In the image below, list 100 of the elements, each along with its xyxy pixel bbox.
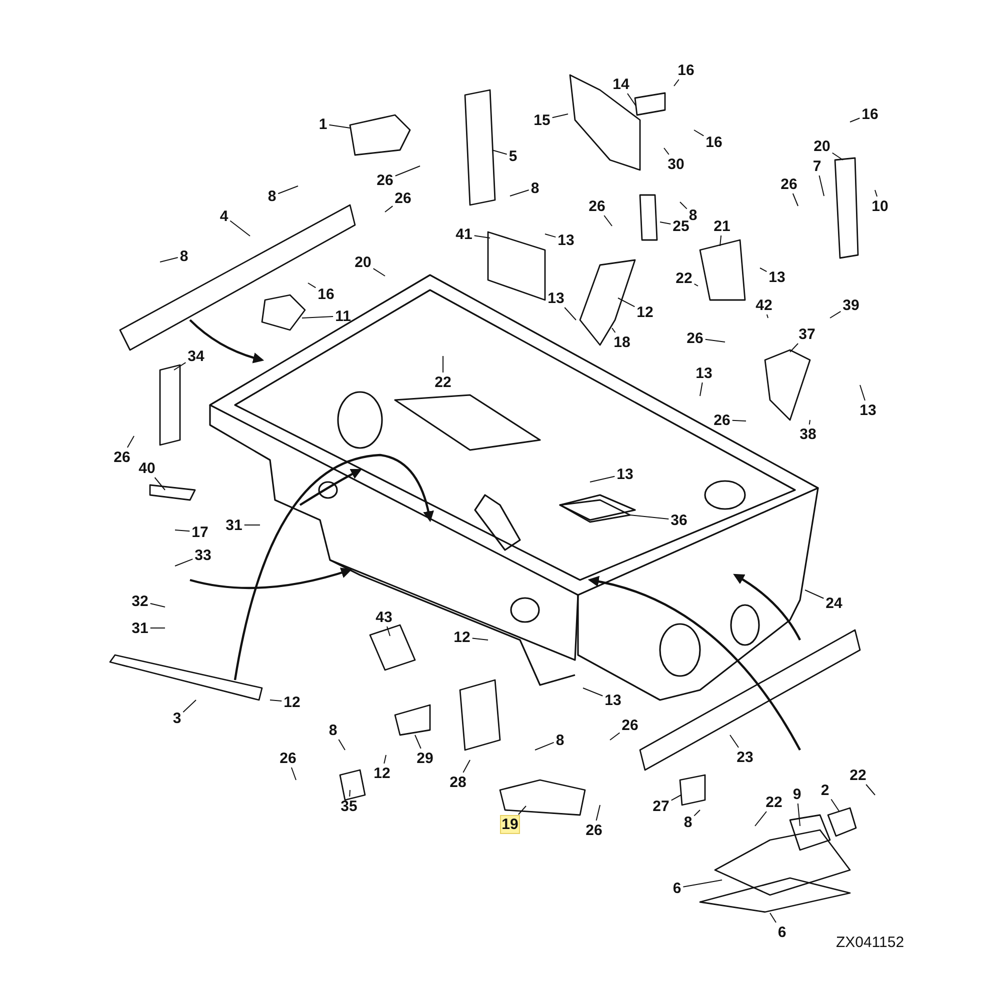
callout-number: 5 xyxy=(508,148,518,164)
callout-number: 25 xyxy=(672,218,690,234)
leader-line xyxy=(384,206,394,212)
callout-number: 26 xyxy=(376,172,394,188)
leader-line xyxy=(866,784,876,796)
leader-line xyxy=(442,356,444,373)
leader-line xyxy=(660,222,672,225)
callout-number: 22 xyxy=(764,794,784,810)
callout-number: 29 xyxy=(416,750,434,766)
leader-line xyxy=(770,912,776,923)
leader-line xyxy=(760,268,768,272)
leader-line xyxy=(860,384,866,401)
callout-number: 31 xyxy=(224,516,244,534)
leader-line xyxy=(386,626,390,636)
leader-line xyxy=(754,811,767,826)
leader-line xyxy=(626,93,636,106)
callout-number: 20 xyxy=(812,138,832,154)
callout-number: 8 xyxy=(178,248,190,264)
leader-line xyxy=(694,130,704,136)
leader-line xyxy=(394,166,420,176)
leader-line xyxy=(474,235,490,238)
callout-number: 28 xyxy=(448,774,468,790)
leader-line xyxy=(766,314,768,318)
leader-line xyxy=(700,382,703,396)
callout-number: 31 xyxy=(130,620,150,636)
callout-number: 16 xyxy=(316,286,336,302)
callout-number: 36 xyxy=(670,512,688,528)
leader-line xyxy=(596,804,600,821)
callout-number: 12 xyxy=(636,304,654,320)
callout-number: 15 xyxy=(532,112,552,128)
callout-number: 26 xyxy=(588,198,606,214)
leader-line xyxy=(472,638,488,640)
callout-number: 6 xyxy=(672,880,682,896)
leader-line xyxy=(174,558,194,566)
leader-line xyxy=(610,732,620,740)
callout-number: 8 xyxy=(328,722,338,738)
callout-number: 43 xyxy=(374,608,394,626)
leader-line xyxy=(414,734,422,749)
leader-line xyxy=(510,189,530,196)
callout-number: 3 xyxy=(172,710,182,726)
leader-line xyxy=(682,880,722,888)
callout-number: 18 xyxy=(612,334,632,350)
callout-number: 11 xyxy=(334,308,352,324)
leader-line xyxy=(830,798,840,812)
callout-number: 1 xyxy=(318,116,328,132)
leader-line xyxy=(308,282,316,288)
leader-line xyxy=(290,767,296,780)
callout-number: 22 xyxy=(434,374,452,390)
callout-number: 20 xyxy=(354,254,372,270)
leader-line xyxy=(832,152,844,160)
leader-line xyxy=(797,803,800,826)
leader-line xyxy=(518,806,526,815)
leader-line xyxy=(338,739,346,750)
leader-line xyxy=(850,118,860,122)
callout-number: 12 xyxy=(452,628,472,646)
leader-line xyxy=(492,150,508,155)
leader-line xyxy=(674,79,680,86)
leader-line xyxy=(694,283,698,286)
leader-line xyxy=(270,700,282,702)
callout-number: 8 xyxy=(530,180,540,196)
leader-line xyxy=(182,700,196,713)
leader-line xyxy=(154,477,166,490)
callout-number: 35 xyxy=(340,798,358,814)
leader-line xyxy=(534,742,554,750)
callout-number: 24 xyxy=(824,594,844,612)
callout-number: 13 xyxy=(604,692,622,708)
leader-line xyxy=(590,476,616,482)
callout-number: 41 xyxy=(454,226,474,242)
leader-line xyxy=(349,790,350,797)
leader-line xyxy=(174,362,186,370)
callout-number: 42 xyxy=(754,296,774,314)
leader-line xyxy=(230,220,250,236)
callout-number: 7 xyxy=(812,158,822,174)
callout-number: 40 xyxy=(138,460,156,476)
callout-number: 17 xyxy=(190,524,210,540)
drawing-number: ZX041152 xyxy=(834,934,906,950)
leader-line xyxy=(244,524,260,526)
leader-line xyxy=(618,298,636,308)
leader-line xyxy=(160,257,178,262)
callout-number: 16 xyxy=(704,134,724,150)
callout-number: 26 xyxy=(278,750,298,766)
callout-number: 22 xyxy=(848,766,868,784)
callout-number: 26 xyxy=(584,822,604,838)
leader-line xyxy=(150,602,166,608)
leader-line xyxy=(604,215,612,226)
callout-number: 6 xyxy=(776,924,788,940)
callout-number: 27 xyxy=(652,798,670,814)
callout-number: 26 xyxy=(394,190,412,206)
leader-line xyxy=(874,190,878,197)
leader-line xyxy=(462,760,470,773)
leader-line xyxy=(278,186,298,194)
callout-number: 14 xyxy=(612,76,630,92)
callout-number: 39 xyxy=(842,296,860,314)
callout-number: 21 xyxy=(712,218,732,234)
callout-number: 34 xyxy=(186,348,206,364)
leader-line xyxy=(372,268,386,276)
callout-number: 8 xyxy=(554,732,566,748)
leader-line xyxy=(174,530,190,532)
callout-number: 16 xyxy=(860,106,880,122)
callout-number: 38 xyxy=(798,426,818,442)
